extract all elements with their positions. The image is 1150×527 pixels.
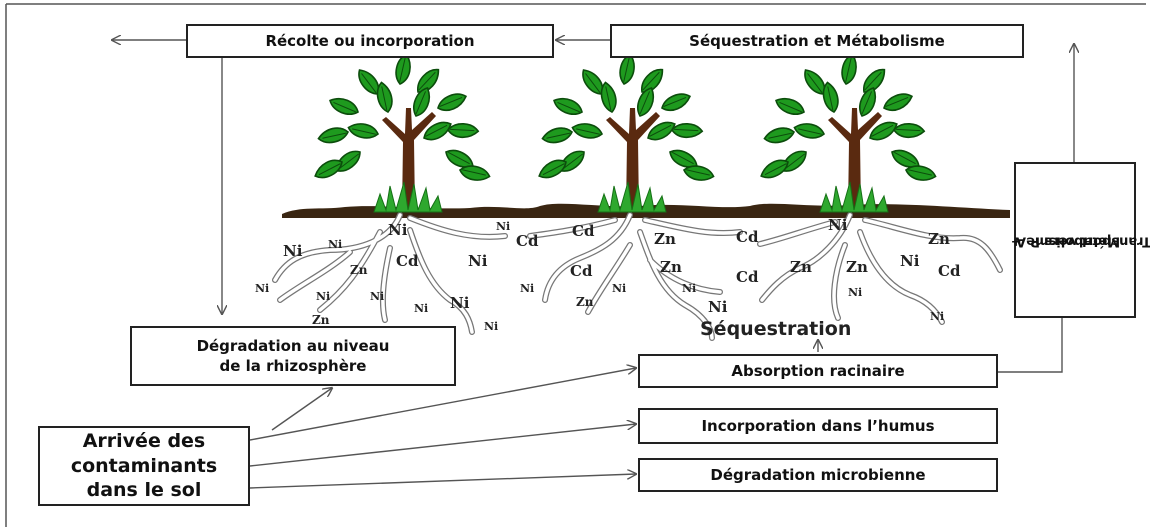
- sequestration-label: Séquestration: [700, 318, 852, 340]
- metal-label-ni: Ni: [388, 221, 408, 239]
- sequestration-metabolism-text: Séquestration et Métabolisme: [689, 31, 945, 50]
- metal-label-zn: Zn: [576, 295, 594, 309]
- tree-right: [758, 53, 937, 212]
- metal-labels: Ni Ni Ni Ni Ni Ni Cd Ni Ni Ni Ni Ni Ni C…: [255, 216, 961, 333]
- arrival-line-3: dans le sol: [86, 479, 202, 502]
- metal-label-ni: Ni: [316, 290, 330, 303]
- metal-label-ni: Ni: [612, 282, 626, 295]
- metal-label-ni: Ni: [283, 242, 303, 260]
- tree-left: [312, 53, 491, 212]
- metal-label-ni: Ni: [414, 302, 428, 315]
- metabolism-transport-text: Métabolisme + Transport vers P A: [1011, 172, 1150, 307]
- metal-label-ni: Ni: [828, 216, 848, 234]
- metal-label-zn: Zn: [928, 230, 950, 248]
- metal-label-cd: Cd: [938, 262, 961, 280]
- microbial-text: Dégradation microbienne: [710, 465, 926, 484]
- rhizosphere-line-2: de la rhizosphère: [219, 357, 367, 375]
- metal-label-cd: Cd: [570, 262, 593, 280]
- metal-label-ni: Ni: [708, 298, 728, 316]
- rhizosphere-line-1: Dégradation au niveau: [196, 336, 390, 355]
- metal-label-ni: Ni: [370, 290, 384, 303]
- metal-label-zn: Zn: [846, 258, 868, 276]
- humus-text: Incorporation dans l’humus: [701, 416, 935, 435]
- metal-label-ni: Ni: [930, 310, 944, 323]
- metal-label-cd: Cd: [572, 222, 595, 240]
- metal-label-ni: Ni: [450, 294, 470, 312]
- metal-label-ni: Ni: [255, 282, 269, 295]
- metal-label-cd: Cd: [736, 268, 759, 286]
- humus-box: Incorporation dans l’humus: [638, 408, 998, 444]
- metal-label-ni: Ni: [848, 286, 862, 299]
- metal-label-cd: Cd: [396, 252, 419, 270]
- metal-label-zn: Zn: [350, 263, 368, 277]
- root-absorption-text: Absorption racinaire: [731, 361, 905, 380]
- root-absorption-box: Absorption racinaire: [638, 354, 998, 388]
- microbial-box: Dégradation microbienne: [638, 458, 998, 492]
- metal-label-ni: Ni: [468, 252, 488, 270]
- metal-label-ni: Ni: [520, 282, 534, 295]
- metal-label-zn: Zn: [790, 258, 812, 276]
- metal-label-cd: Cd: [516, 232, 539, 250]
- metal-label-zn: Zn: [654, 230, 676, 248]
- sequestration-metabolism-box: Séquestration et Métabolisme: [610, 24, 1024, 58]
- arrival-box: Arrivée des contaminants dans le sol: [38, 426, 250, 506]
- metal-label-zn: Zn: [660, 258, 682, 276]
- metal-label-ni: Ni: [496, 220, 510, 233]
- metal-label-zn: Zn: [312, 313, 330, 327]
- harvest-box: Récolte ou incorporation: [186, 24, 554, 58]
- metal-label-ni: Ni: [682, 282, 696, 295]
- metal-label-ni: Ni: [328, 238, 342, 251]
- arrival-line-2: contaminants: [70, 454, 218, 477]
- arrival-line-1: Arrivée des: [82, 429, 206, 452]
- metal-label-cd: Cd: [736, 228, 759, 246]
- metabolism-transport-box: Métabolisme + Transport vers P A: [1011, 162, 1150, 318]
- tree-middle: [536, 53, 715, 212]
- metal-label-ni: Ni: [484, 320, 498, 333]
- rhizosphere-box: Dégradation au niveau de la rhizosphère: [130, 326, 456, 386]
- harvest-text: Récolte ou incorporation: [265, 31, 475, 50]
- metabolism-line-2: Transport vers P A: [1016, 233, 1150, 249]
- metal-label-ni: Ni: [900, 252, 920, 270]
- zn-labels: Zn Zn Zn Zn Zn Zn Zn Zn: [312, 230, 950, 327]
